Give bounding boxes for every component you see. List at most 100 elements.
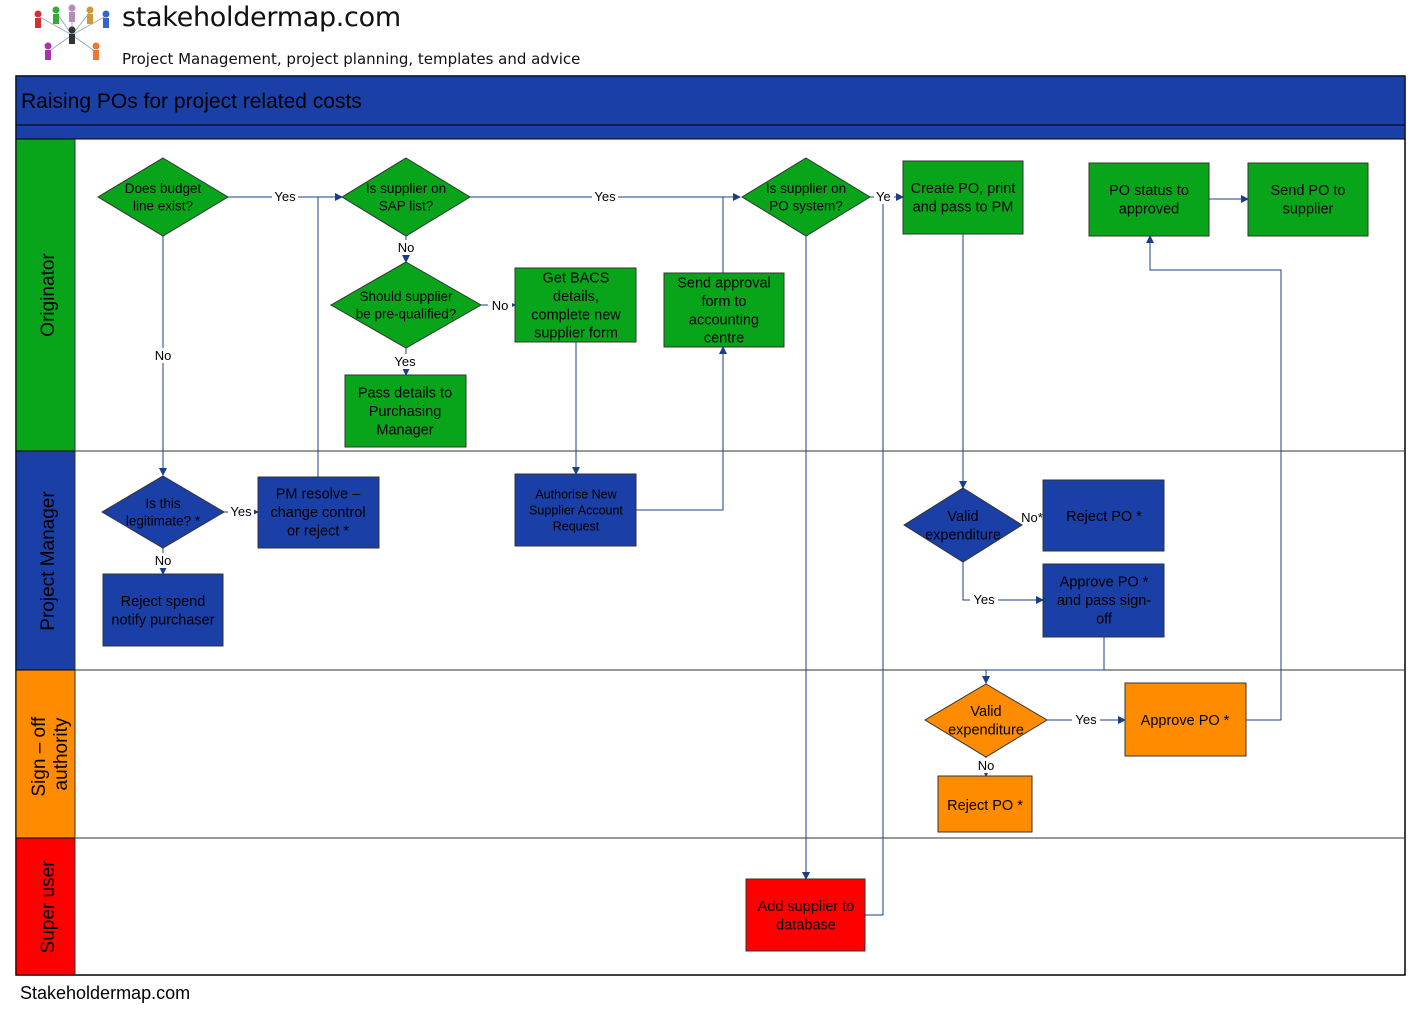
node-label-line: Supplier Account — [529, 503, 623, 517]
node-label-line: centre — [704, 331, 744, 347]
title-banner — [15, 75, 1406, 126]
edge-label-valid1-yes: Yes — [973, 592, 995, 607]
decision-legit — [101, 475, 225, 549]
decision-valid1 — [903, 487, 1023, 563]
node-label-line: Request — [553, 519, 600, 533]
node-label-line: Authorise New — [535, 488, 617, 502]
node-label-line: Valid — [970, 704, 1001, 720]
lane-label-signoff-line2: authority — [51, 717, 72, 790]
node-label-line: accounting — [689, 312, 759, 328]
lane-super-header — [15, 837, 76, 976]
process-sendpo — [1247, 162, 1369, 237]
lane-label-signoff: Sign – off authority — [29, 711, 72, 796]
decision-valid2 — [924, 683, 1048, 758]
node-label-line: notify purchaser — [111, 612, 214, 628]
node-label-line: change control — [270, 505, 365, 521]
edge-label-budget-no: No — [155, 348, 172, 363]
node-label-line: line exist? — [133, 198, 193, 213]
node-label-line: Reject PO * — [1066, 509, 1142, 525]
node-label-line: approved — [1119, 201, 1179, 217]
node-label-line: and pass sign- — [1057, 593, 1151, 609]
site-title[interactable]: stakeholdermap.com — [122, 2, 401, 33]
node-label-rejectso: Reject PO * — [947, 798, 1023, 814]
node-label-line: form to — [701, 294, 746, 310]
edge-label-legit-no: No — [155, 553, 172, 568]
node-label-line: expenditure — [925, 527, 1001, 543]
edge-label-budget-yes: Yes — [274, 189, 296, 204]
process-bacs — [514, 267, 637, 343]
node-label-sap: Is supplier on SAP list? — [366, 181, 446, 213]
node-label-line: or reject * — [287, 524, 349, 540]
title-banner-strip — [15, 124, 1406, 140]
lane-label-signoff-line1: Sign – off — [29, 716, 50, 797]
node-label-rejectpm: Reject PO * — [1066, 509, 1142, 525]
connector-addsupplier-createpo — [865, 197, 884, 916]
node-label-line: details, — [553, 289, 599, 305]
process-pmresolve — [257, 476, 380, 549]
edge-label-valid2-no: No — [978, 758, 995, 773]
lane-originator-header — [15, 138, 76, 452]
node-label-approvepm: Approve PO *and pass sign-off — [1057, 575, 1151, 628]
node-label-line: legitimate? * — [126, 513, 201, 528]
edge-label-posys-yes: Ye — [876, 189, 891, 204]
process-createpo — [902, 160, 1024, 235]
process-rejectspend — [102, 573, 224, 647]
node-label-line: PO system? — [769, 198, 843, 213]
node-label-line: SAP list? — [379, 198, 434, 213]
node-label-approveso: Approve PO * — [1141, 713, 1230, 729]
node-label-line: Purchasing — [369, 404, 442, 420]
process-addsupplier — [745, 878, 866, 952]
process-sendform — [663, 272, 785, 348]
edge-label-sap-yes: Yes — [594, 189, 616, 204]
node-label-line: and pass to PM — [913, 199, 1014, 215]
node-label-line: Reject spend — [121, 594, 206, 610]
node-label-sendform: Send approval form to accounting centre — [677, 276, 771, 347]
node-label-line: Reject PO * — [947, 798, 1023, 814]
node-label-line: Create PO, print — [911, 181, 1016, 197]
diagram-title: Raising POs for project related costs — [21, 90, 362, 113]
node-label-line: supplier form — [534, 326, 618, 342]
node-label-line: Does budget — [125, 181, 202, 196]
node-label-line: Manager — [376, 423, 433, 439]
process-authorise — [514, 473, 637, 547]
node-label-line: Pass details to — [358, 386, 452, 402]
node-label-line: supplier — [1283, 201, 1334, 217]
node-label-rejectspend: Reject spend notify purchaser — [111, 594, 214, 628]
node-label-line: be pre-qualified? — [356, 306, 457, 321]
connector-authorise-sendform — [636, 346, 727, 511]
process-approvepm — [1042, 563, 1165, 638]
node-label-pmresolve: PM resolve – change control or reject * — [270, 487, 365, 540]
process-passdetails — [344, 374, 467, 448]
node-label-line: database — [776, 917, 836, 933]
edge-label-valid1-no: No* — [1021, 510, 1043, 525]
node-label-createpo: Create PO, print and pass to PM — [911, 181, 1016, 215]
edge-label-prequal-no: No — [492, 298, 509, 313]
node-label-line: Is supplier on — [366, 181, 446, 196]
lane-label-originator: Originator — [38, 253, 59, 337]
node-label-valid1: Valid expenditure — [925, 509, 1001, 543]
node-label-line: Get BACS — [543, 271, 610, 287]
node-label-line: Add supplier to — [758, 899, 855, 915]
lane-label-pm: Project Manager — [38, 491, 59, 631]
node-label-line: Approve PO * — [1060, 575, 1149, 591]
footer-credit[interactable]: Stakeholdermap.com — [20, 983, 191, 1003]
node-label-line: Valid — [947, 509, 978, 525]
process-rejectpm — [1042, 479, 1165, 552]
process-approveso — [1124, 682, 1247, 757]
node-label-line: Is supplier on — [766, 181, 846, 196]
lane-signoff-header — [15, 669, 76, 839]
lane-label-super: Super user — [38, 860, 59, 954]
decision-posys — [741, 157, 871, 237]
node-label-line: Send approval — [677, 276, 771, 292]
connector-valid1-approvepm — [962, 562, 1044, 604]
decision-prequal — [329, 261, 483, 349]
node-label-line: PM resolve – — [276, 487, 362, 503]
node-label-posys: Is supplier on PO system? — [766, 181, 846, 213]
